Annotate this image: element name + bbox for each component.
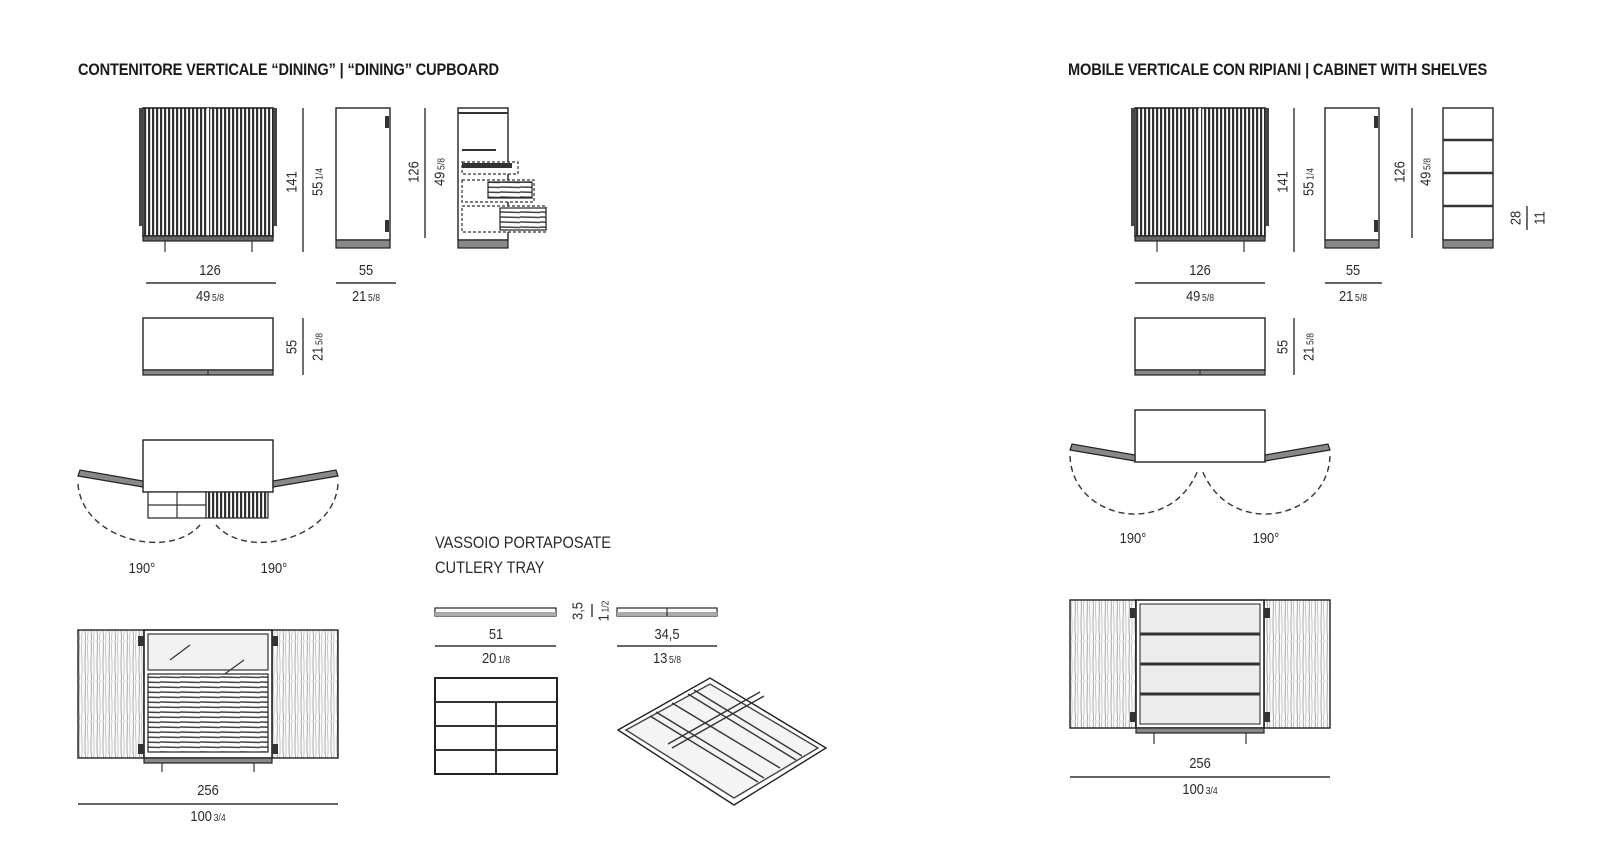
left-section-title: CONTENITORE VERTICALE “DINING” | “DINING… [78, 60, 499, 79]
tray-title-en: CUTLERY TRAY [435, 558, 545, 577]
tray-height-in: 11/2 [595, 600, 613, 622]
tray-plan-view [434, 677, 558, 775]
right-top-view [1134, 317, 1266, 376]
left-side-height-in: 495/8 [431, 157, 449, 187]
left-side-view [335, 107, 391, 249]
right-side-view [1324, 107, 1380, 249]
left-front-height-in: 551/4 [309, 167, 327, 197]
tray-front-view [434, 607, 557, 617]
left-open-width-cm: 256 [197, 782, 219, 799]
tray-side-view [616, 607, 718, 617]
left-top-view [142, 317, 274, 376]
right-front-height-in: 551/4 [1300, 167, 1318, 197]
tray-isometric-view [616, 677, 828, 806]
left-open-front-view [77, 629, 339, 772]
left-top-depth-in: 215/8 [309, 332, 327, 362]
right-shelf-in: 11 [1531, 211, 1549, 225]
tray-height-cm: 3,5 [569, 602, 587, 620]
right-shelves-view [1442, 107, 1494, 249]
right-side-depth-cm: 55 [1345, 262, 1361, 279]
left-internal-view [457, 107, 547, 249]
right-shelf-cm: 28 [1507, 210, 1525, 226]
left-angle-left: 190° [128, 560, 156, 577]
right-section-title: MOBILE VERTICALE CON RIPIANI | CABINET W… [1068, 60, 1488, 79]
left-side-depth-cm: 55 [358, 262, 374, 279]
right-top-depth-cm: 55 [1274, 339, 1292, 355]
right-angle-left: 190° [1119, 530, 1147, 547]
right-plan-view [1069, 409, 1331, 515]
right-open-width-cm: 256 [1189, 755, 1211, 772]
right-top-depth-in: 215/8 [1300, 332, 1318, 362]
right-side-height-in: 495/8 [1417, 157, 1435, 187]
right-side-height-cm: 126 [1391, 161, 1409, 183]
tray-title-it: VASSOIO PORTAPOSATE [435, 533, 612, 552]
left-angle-right: 190° [260, 560, 288, 577]
tray-depth-cm: 34,5 [654, 626, 680, 643]
right-front-height-cm: 141 [1274, 171, 1292, 193]
left-side-height-cm: 126 [405, 161, 423, 183]
left-front-width-cm: 126 [199, 262, 221, 279]
right-front-view [1131, 107, 1269, 252]
left-front-height-cm: 141 [283, 171, 301, 193]
left-plan-view [77, 439, 339, 544]
right-open-front-view [1069, 599, 1331, 744]
right-front-width-cm: 126 [1189, 262, 1211, 279]
left-top-depth-cm: 55 [283, 339, 301, 355]
tray-width-cm: 51 [488, 626, 504, 643]
right-angle-right: 190° [1252, 530, 1280, 547]
left-front-view [139, 107, 277, 252]
